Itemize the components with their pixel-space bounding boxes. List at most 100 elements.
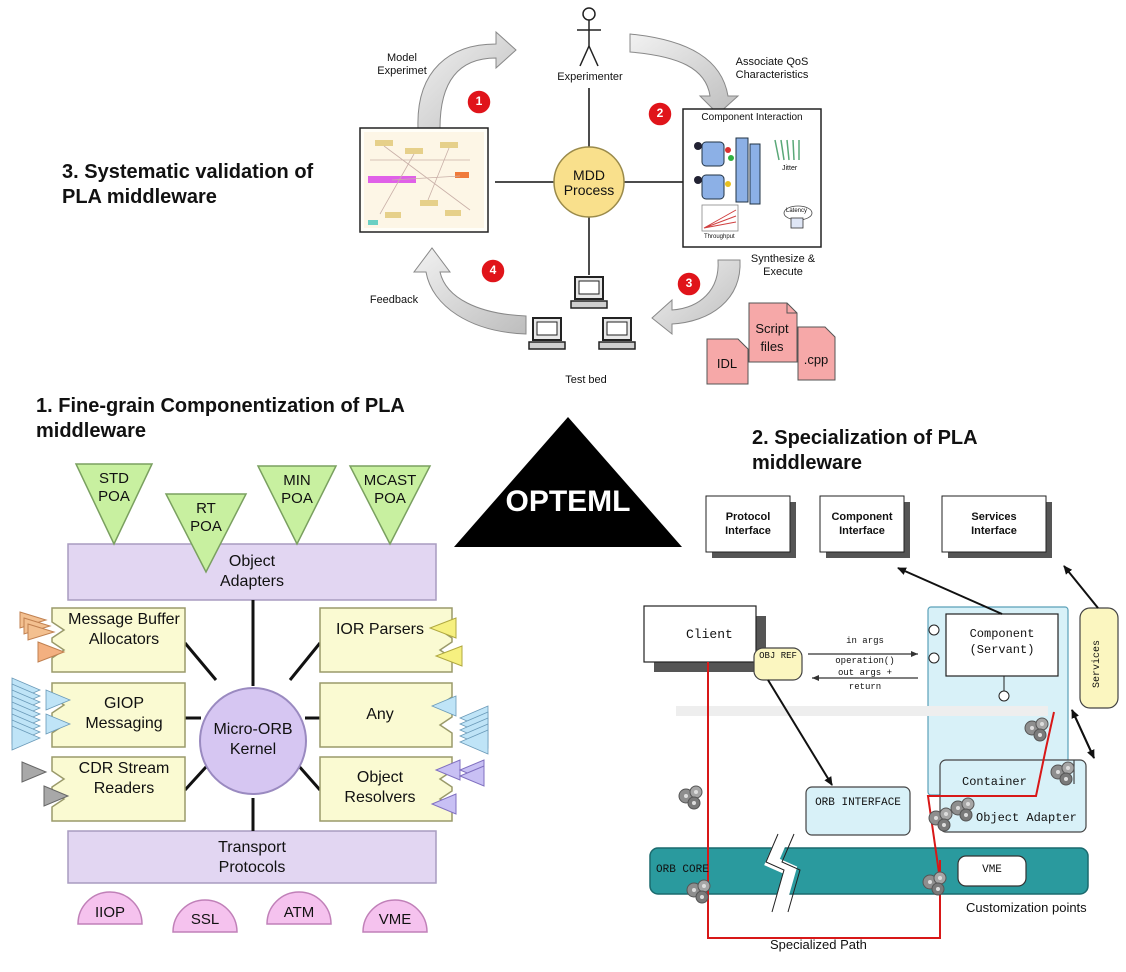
protocol-interface-label: Protocol Interface [725,511,771,537]
step-badges [466,89,702,297]
cdr-stream-box [51,756,186,822]
container-label: Container [962,775,1027,789]
giop-messaging-label: GIOP Messaging [85,695,163,732]
ssl-label: SSL [190,911,220,928]
specialized-path-label: Specialized Path [770,937,867,952]
object-resolvers-label: Object Resolvers [344,769,416,806]
step-4-label: 4 [489,263,497,277]
orb-core-label: ORB CORE [656,864,709,876]
mcast-poa-triangle [348,465,432,546]
throughput-label: Throughput [704,234,735,240]
vme-box [957,855,1027,887]
component-servant-box [945,613,1059,677]
cdr-plugins [21,761,70,807]
iiop-label: IIOP [94,904,125,921]
step-2-label: 2 [656,106,664,120]
componentization-heading: 1. Fine-grain Componentization of PLA mi… [36,395,405,442]
any-box [319,682,453,748]
ior-parsers-box [319,607,453,673]
obj-ref-label: OBJ REF [759,651,797,661]
specialization-heading: 2. Specialization of PLA middleware [752,427,977,474]
any-plugins [430,695,489,755]
step-1-label: 1 [475,94,483,108]
experimenter-label: Experimenter [557,71,623,83]
obj-ref-box [753,647,803,681]
associate-qos-label: Associate QoS Characteristics [735,56,809,81]
services-box [1079,607,1119,709]
orb-interface-label: ORB INTERFACE [815,797,901,809]
component-interaction-label: Component Interaction [701,112,803,123]
atm-label: ATM [283,904,315,921]
cpp-file-label: .cpp [803,352,829,367]
model-experiment-label: Model Experimet [377,52,427,77]
model-arrow [417,30,517,129]
associate-arrow [629,33,740,115]
message-buffer-box [51,607,186,673]
vme-dome [362,899,428,933]
mdd-process-section [359,7,836,385]
vme-label: VME [982,864,1002,876]
opteml-triangle [454,417,682,547]
testbed-label: Test bed [565,374,607,386]
synthesize-label: Synthesize & Execute [750,253,816,278]
gear-icon [686,879,711,904]
micro-orb-kernel [199,687,307,795]
in-args-label: in args [846,636,884,646]
idl-file-label: IDL [716,356,738,371]
operation-label: operation() [835,656,895,666]
orb-architecture [11,463,489,933]
mcast-poa-label: MCAST POA [363,472,417,507]
component-interface-label: Component Interface [831,511,893,537]
ior-parsers-label: IOR Parsers [335,621,424,638]
vme-protocol-label: VME [378,911,412,928]
customization-points-label: Customization points [966,900,1087,915]
cdr-stream-label: CDR Stream Readers [78,760,170,797]
mdd-process-circle [553,146,625,218]
object-adapters-label: Object Adapters [219,553,285,590]
feedback-label: Feedback [369,294,419,306]
transport-protocols-label: Transport Protocols [218,839,286,876]
rt-poa-triangle [164,493,248,574]
synthesize-arrow [651,259,741,336]
opteml-label: OPTEML [505,485,631,518]
services-label: Services [1092,639,1103,688]
object-adapter-label: Object Adapter [976,811,1077,825]
message-buffer-label: Message Buffer Allocators [68,611,180,648]
ior-plugins [428,617,463,667]
specialized-path [707,662,1055,939]
iiop-dome [77,891,143,925]
std-poa-triangle [74,463,154,546]
services-interface-label: Services Interface [971,511,1017,537]
return-label: return [848,682,882,692]
model-thumbnail [359,127,489,233]
component-interaction-panel [682,108,822,248]
min-poa-triangle [256,465,338,546]
client-label: Client [686,627,733,642]
giop-plugins [11,677,72,751]
feedback-arrow [413,247,527,335]
transport-band [67,830,437,884]
client-box [643,605,757,663]
ssl-dome [172,899,238,933]
script-files-label: Script files [755,321,789,354]
resolver-plugins [430,759,485,815]
specialization-diagram [643,495,1119,939]
buffer-plugins [19,611,66,663]
out-args-label: out args + [837,668,892,678]
gear-icon [678,785,703,810]
micro-orb-kernel-label: Micro-ORB Kernel [213,721,293,758]
latency-label: Latency [786,208,808,214]
mdd-process-label: MDD Process [563,167,615,198]
any-label: Any [366,706,394,723]
atm-dome [266,891,332,925]
std-poa-label: STD POA [98,470,130,505]
min-poa-label: MIN POA [281,472,313,507]
jitter-label: Jitter [782,165,798,172]
generated-files [706,302,836,385]
orb-interface-box [805,786,911,836]
rt-poa-label: RT POA [190,500,222,535]
testbed-computers [528,276,636,350]
validation-heading: 3. Systematic validation of PLA middlewa… [62,161,314,208]
experimenter-icon [577,7,601,67]
